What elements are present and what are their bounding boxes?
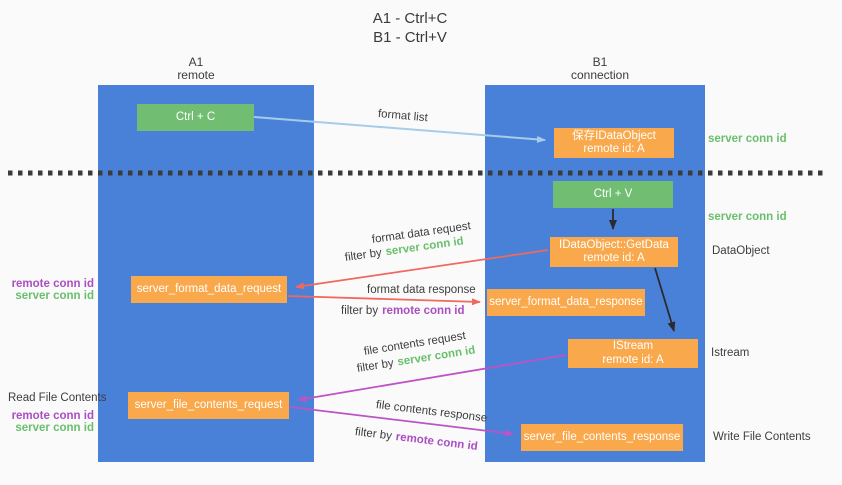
filter-remote-conn-id: remote conn id: [395, 431, 479, 454]
annotation-write-file-contents: Write File Contents: [713, 431, 811, 443]
node-format-response-label: server_format_data_response: [489, 295, 643, 308]
title-line-1: A1 - Ctrl+C: [372, 10, 448, 27]
lane-a-subtitle: remote: [177, 68, 215, 82]
diagram-title: A1 - Ctrl+C B1 - Ctrl+V: [310, 9, 510, 47]
label-file-contents-response: file contents response: [375, 399, 488, 425]
node-ctrl-c: Ctrl + C: [137, 104, 254, 131]
label-format-list: format list: [377, 108, 429, 125]
lane-a-header: A1 remote: [88, 56, 304, 82]
node-ctrl-v: Ctrl + V: [553, 181, 673, 208]
node-ctrl-c-label: Ctrl + C: [175, 110, 216, 123]
node-istream: IStream remote id: A: [568, 339, 698, 368]
node-save-idataobject: 保存IDataObject remote id: A: [554, 128, 674, 158]
lane-a-name: A1: [188, 55, 204, 69]
annotation-dataobject: DataObject: [712, 245, 770, 257]
node-format-request-label: server_format_data_request: [136, 282, 282, 295]
annotation-read-file-contents: Read File Contents: [8, 392, 107, 404]
filter-by-text: filter by: [341, 305, 379, 317]
filter-by-text: filter by: [344, 246, 383, 264]
annotation-server-conn-id-mid: server conn id: [708, 211, 787, 223]
node-save-idataobject-line1: 保存IDataObject: [572, 129, 656, 142]
annotation-istream: Istream: [711, 347, 750, 359]
arrow-format-data-response: [287, 295, 481, 306]
node-file-request-label: server_file_contents_request: [134, 398, 283, 411]
node-server-format-data-response: server_format_data_response: [487, 289, 645, 316]
node-server-file-contents-request: server_file_contents_request: [128, 392, 289, 419]
node-file-response-label: server_file_contents_response: [523, 430, 681, 443]
lane-b-name: B1: [592, 55, 608, 69]
filter-remote-conn-id: remote conn id: [382, 305, 465, 317]
filter-by-text: filter by: [356, 357, 395, 375]
annotation-format-conn-ids: remote conn id server conn id: [10, 278, 94, 302]
lane-b-subtitle: connection: [570, 68, 630, 82]
annotation-server-conn-id-top: server conn id: [708, 133, 787, 145]
node-istream-line2: remote id: A: [602, 353, 664, 366]
node-getdata-line2: remote id: A: [583, 252, 645, 264]
node-server-file-contents-response: server_file_contents_response: [521, 424, 683, 451]
annotation-left-server-conn-id: server conn id: [15, 290, 94, 302]
annotation-read-remote-conn-id: remote conn id: [11, 410, 94, 422]
label-format-data-response: format data response: [367, 284, 476, 296]
node-ctrl-v-label: Ctrl + V: [593, 187, 633, 200]
lane-b-header: B1 connection: [490, 56, 710, 82]
node-idataobject-getdata: IDataObject::GetData remote id: A: [550, 237, 678, 267]
annotation-read-conn-ids: remote conn id server conn id: [10, 410, 94, 434]
annotation-left-remote-conn-id: remote conn id: [11, 278, 94, 290]
annotation-read-server-conn-id: server conn id: [15, 422, 94, 434]
filter-by-text: filter by: [354, 426, 393, 443]
title-line-2: B1 - Ctrl+V: [373, 29, 447, 46]
node-save-idataobject-line2: remote id: A: [583, 143, 645, 155]
node-server-format-data-request: server_format_data_request: [131, 276, 287, 303]
node-istream-line1: IStream: [612, 340, 654, 352]
node-getdata-line1: IDataObject::GetData: [559, 238, 669, 251]
